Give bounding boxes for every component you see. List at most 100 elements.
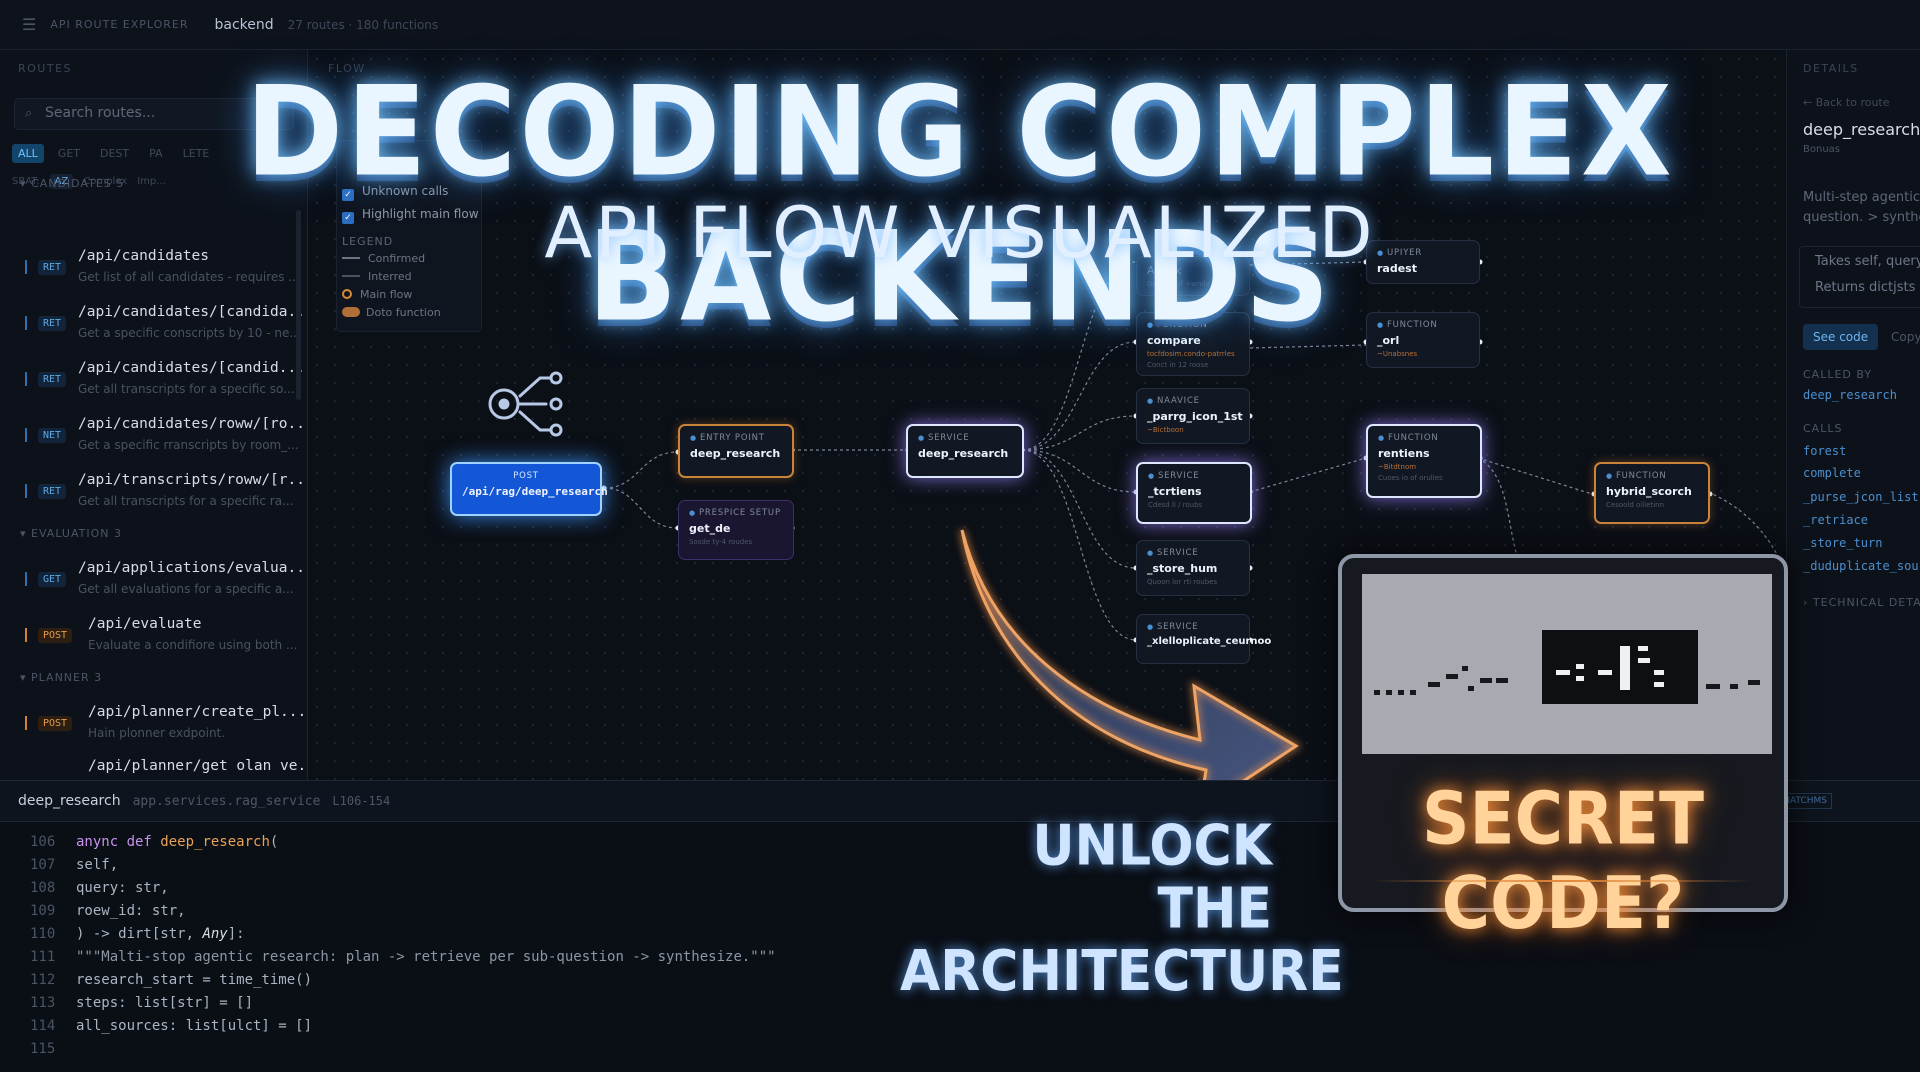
route-path: /api/planner/get olan ve...: [88, 758, 324, 774]
node-aponk[interactable]: Aponk Geed ol of +wnde: [1136, 256, 1250, 296]
node-upiyer[interactable]: UPIYER radest: [1366, 240, 1480, 284]
filter-dest[interactable]: DEST: [100, 147, 130, 160]
hero-subtitle: API FLOW VISUALIZED: [544, 192, 1376, 274]
menu-icon[interactable]: ☰: [22, 15, 37, 34]
calls-link[interactable]: forest: [1803, 444, 1847, 458]
called-by-link[interactable]: deep_research: [1803, 388, 1897, 402]
project-meta: 27 routes · 180 functions: [287, 17, 439, 32]
route-desc: Evaluate a condifiore using both ...: [88, 638, 298, 652]
code-function-name: deep_research: [18, 793, 121, 809]
filter-all[interactable]: ALL: [12, 144, 44, 163]
sort-complex[interactable]: Complex: [83, 176, 128, 187]
code-module: app.services.rag_service: [132, 793, 321, 809]
route-desc: Get all transcripts for a specific so...: [78, 382, 295, 396]
route-desc: Get list of all candidates - requires ..…: [78, 270, 300, 284]
route-item[interactable]: RET /api/candidates Get list of all cand…: [20, 248, 300, 294]
details-arg-1: Takes self, query,: [1815, 254, 1920, 269]
checkbox-icon: ✓: [342, 212, 354, 224]
node-hybrid-search[interactable]: FUNCTION hybrid_scorch Cesoold oilietinn: [1594, 462, 1710, 524]
technical-details-toggle[interactable]: › TECHNICAL DETAILS: [1803, 596, 1920, 609]
route-item[interactable]: POST /api/evaluate Evaluate a condifiore…: [20, 616, 297, 662]
node-store[interactable]: SERVICE _store_hum Quoon lor rti roubes: [1136, 540, 1250, 596]
calls-link[interactable]: _duduplicate_sourc: [1803, 559, 1920, 573]
group-planner[interactable]: ▾ PLANNER 3: [20, 671, 103, 684]
route-item[interactable]: /api/planner/get olan ve...: [20, 758, 324, 804]
search-input[interactable]: ⌕ Search routes...: [14, 98, 294, 130]
method-badge: NET: [38, 428, 67, 443]
node-entry-point[interactable]: ENTRY POINT deep_research: [678, 424, 794, 478]
sort-label: SBAT:: [12, 176, 40, 187]
code-line: 111"""Malti-stop agentic research: plan …: [30, 949, 776, 965]
copy-button[interactable]: Copy: [1891, 330, 1920, 344]
method-badge: RET: [38, 372, 67, 387]
sidebar-title: ROUTES: [18, 62, 73, 75]
method-badge: POST: [38, 628, 73, 643]
route-item[interactable]: RET /api/transcripts/roww/[r... Get all …: [20, 472, 314, 518]
route-item[interactable]: GET /api/applications/evalua... Get all …: [20, 560, 314, 606]
legend-main-flow: Main flow: [342, 288, 412, 301]
sort-az[interactable]: AZ: [49, 174, 74, 189]
node-post-route[interactable]: POST /api/rag/deep_research: [450, 462, 608, 516]
route-path: /api/candidates: [78, 248, 209, 264]
route-path: /api/applications/evalua...: [78, 560, 314, 576]
node-dedup[interactable]: SERVICE _xlelloplicate_ceurnoo: [1136, 614, 1271, 664]
legend-inferred: Interred: [342, 270, 412, 283]
morse-highlight: [1542, 630, 1698, 704]
sort-imp[interactable]: Imp...: [137, 176, 166, 187]
node-orl[interactable]: FUNCTION _orl ~Unabsnes: [1366, 312, 1480, 368]
project-name[interactable]: backend: [214, 16, 274, 33]
details-signature-box: [1799, 246, 1920, 308]
back-to-route-link[interactable]: ← Back to route: [1803, 96, 1890, 109]
filter-get[interactable]: GET: [57, 147, 80, 160]
top-bar: ☰ API ROUTE EXPLORER backend 27 routes ·…: [0, 0, 1920, 50]
group-evaluation[interactable]: ▾ EVALUATION 3: [20, 527, 122, 540]
node-compare[interactable]: FUNCTION compare tocfdosim.condo-patrrle…: [1136, 312, 1250, 376]
filter-pa[interactable]: PA: [149, 147, 163, 160]
app-title: API ROUTE EXPLORER: [50, 18, 189, 31]
secret-code-text: SECRET CODE?: [1422, 776, 1704, 946]
route-path: /api/evaluate: [88, 616, 202, 632]
calls-link[interactable]: complete: [1803, 466, 1861, 480]
chevron-down-icon: ▾: [20, 177, 32, 190]
search-icon: ⌕: [25, 106, 33, 121]
calls-link[interactable]: _purse_jcon_list: [1803, 490, 1919, 504]
route-item[interactable]: RET /api/candidates/[candid... · Get all…: [20, 360, 322, 406]
route-desc: Get a specific conscripts by 10 - ne...: [78, 326, 301, 340]
node-service-deep-research[interactable]: SERVICE deep_research: [906, 424, 1024, 478]
code-line: 110) -> dirt[str, Any]:: [30, 926, 245, 942]
calls-link[interactable]: _store_turn: [1803, 536, 1883, 550]
route-path: /api/candidates/[candid... ·: [78, 360, 323, 376]
sidebar-scrollbar[interactable]: [296, 210, 301, 400]
method-badge: RET: [38, 484, 67, 499]
search-placeholder: Search routes...: [45, 105, 156, 121]
node-setup[interactable]: PRESPICE SETUP get_de Sosde ty-4 roudes: [678, 500, 794, 560]
calls-link[interactable]: _retriace: [1803, 513, 1869, 527]
group-candidates[interactable]: ▾ CANDIDATES 5: [20, 177, 125, 190]
route-item[interactable]: NET /api/candidates/roww/[ro... Get a sp…: [20, 416, 314, 462]
option-unknown-calls[interactable]: ✓Unknown calls: [342, 184, 448, 201]
details-arg-2: Returns dictjsts rl: [1815, 280, 1920, 295]
route-item[interactable]: RET /api/candidates/[candida... Get a sp…: [20, 304, 314, 350]
route-item[interactable]: POST /api/planner/create_pl... · Hain pl…: [20, 704, 324, 750]
filter-delete[interactable]: LETE: [182, 147, 210, 160]
node-parrg[interactable]: NAAVICE _parrg_icon_1st ~Bictboon: [1136, 388, 1250, 444]
glow-divider: [1372, 880, 1754, 882]
node-tcrtiens[interactable]: SERVICE _tcrtiens Cdesd li / roubs: [1136, 462, 1252, 524]
route-path: /api/candidates/[candida...: [78, 304, 314, 320]
option-highlight-main-flow[interactable]: ✓Highlight main flow: [342, 207, 479, 224]
secret-code-card: SECRET CODE?: [1338, 554, 1788, 946]
route-path: /api/planner/create_pl... ·: [88, 704, 324, 720]
legend-confirmed: Confirmed: [342, 252, 425, 265]
details-desc-1: Multi-step agentic c: [1803, 190, 1920, 205]
chevron-down-icon: ▾: [20, 671, 32, 684]
code-line-range: L106-154: [332, 794, 391, 808]
see-code-button[interactable]: See code: [1803, 324, 1879, 350]
node-rentiens[interactable]: FUNCTION rentiens ~Bitdtnom Cuoes io of …: [1366, 424, 1482, 498]
unlock-caption: UNLOCK THE ARCHITECTURE: [900, 813, 1344, 1005]
